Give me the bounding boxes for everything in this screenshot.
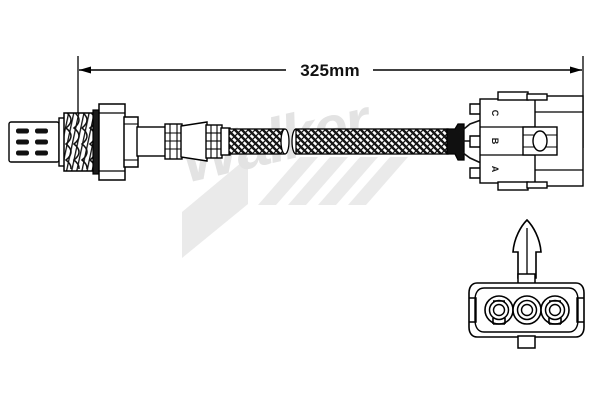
- connector-boot: [446, 119, 482, 164]
- shield-slots: [16, 128, 48, 156]
- braided-cable-segment-2: [295, 128, 449, 155]
- terminal-socket-left: [484, 295, 514, 325]
- dimension-label: 325mm: [300, 61, 360, 80]
- ferrule-two: [205, 124, 223, 159]
- ferrule-one: [164, 123, 183, 160]
- connector-bottom-stub: [517, 335, 536, 349]
- connector-housing: [469, 91, 584, 191]
- pin-label-a: A: [490, 166, 500, 173]
- pin-label-b: B: [490, 138, 500, 145]
- braided-cable-segment-1: [228, 128, 285, 155]
- connector-pin-labels: C B A: [490, 110, 500, 173]
- sensor-collar: [123, 116, 139, 168]
- sensor-body-tube: [136, 126, 167, 157]
- terminal-socket-center: [512, 295, 542, 325]
- pin-label-c: C: [490, 110, 500, 117]
- sensor-tip-shield: [8, 121, 60, 163]
- threaded-body: [63, 112, 96, 172]
- hex-nut: [98, 103, 126, 181]
- connector-face-detail-view: [468, 218, 585, 349]
- watermark-stripes: [182, 157, 408, 258]
- view-direction-arrow: [512, 218, 542, 279]
- body-sleeve: [180, 121, 208, 162]
- connector-lock-feature: [522, 126, 558, 156]
- watermark-walker: Walker: [174, 86, 408, 258]
- terminal-sockets: [484, 295, 570, 325]
- dim-arrowhead-right: [570, 66, 582, 74]
- terminal-socket-right: [540, 295, 570, 325]
- dim-arrowhead-left: [79, 66, 91, 74]
